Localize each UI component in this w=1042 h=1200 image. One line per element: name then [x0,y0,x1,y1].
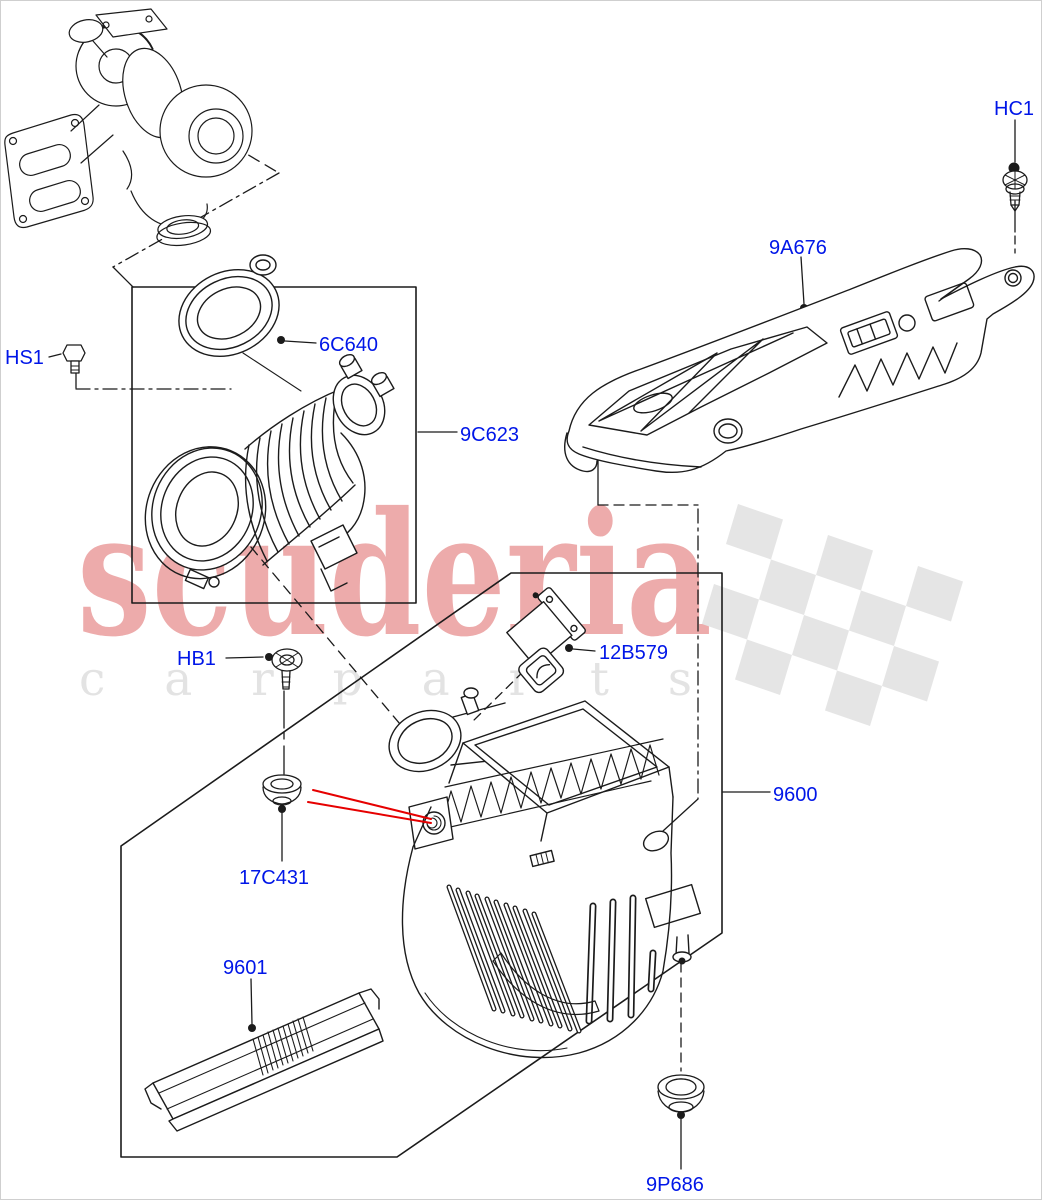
part-label-hc1[interactable]: HC1 [994,98,1034,120]
part-label-12b579[interactable]: 12B579 [599,642,668,664]
part-label-9a676[interactable]: 9A676 [769,237,827,259]
air-cleaner-drawing [388,687,702,1059]
part-label-9p686[interactable]: 9P686 [646,1174,704,1196]
air-duct-drawing [564,247,1035,474]
maf-sensor-drawing [506,587,586,694]
turbocharger-drawing [4,8,253,247]
part-labels: HC1 9A676 HS1 6C640 9C623 12B579 HB1 960… [5,98,1034,1196]
air-cleaner-group-box [120,572,723,1158]
air-hose-drawing [144,254,395,592]
air-filter-drawing [144,988,384,1132]
checkered-flag-watermark [701,504,964,727]
part-label-hs1[interactable]: HS1 [5,347,44,369]
red-callout-arrows [307,789,432,824]
part-label-9601[interactable]: 9601 [223,957,268,979]
part-label-6c640[interactable]: 6C640 [319,334,378,356]
part-label-9600[interactable]: 9600 [773,784,818,806]
screw-hb1 [271,648,303,690]
grommet-17c431 [262,774,302,813]
part-label-17c431[interactable]: 17C431 [239,867,309,889]
watermark: scuderia c a r p a r t s [77,475,964,727]
bolt-hs1 [62,344,86,374]
part-label-9c623[interactable]: 9C623 [460,424,519,446]
part-label-hb1[interactable]: HB1 [177,648,216,670]
screw-hc1 [1002,162,1028,212]
grommet-9p686 [657,1074,705,1119]
